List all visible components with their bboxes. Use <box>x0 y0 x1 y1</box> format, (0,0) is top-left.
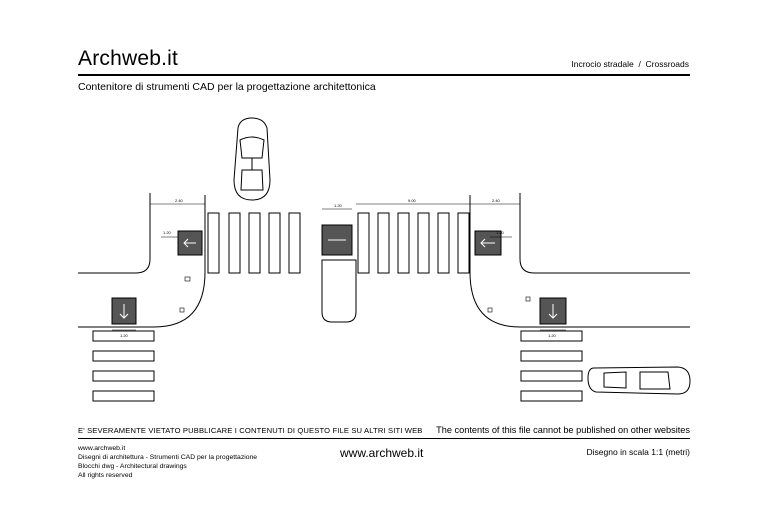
dimension-label: 1.20 <box>163 230 172 235</box>
warning-english: The contents of this file cannot be publ… <box>436 425 690 435</box>
zebra-stripe <box>207 212 220 274</box>
curb-left-top <box>78 193 151 274</box>
zebra-stripe <box>520 370 583 382</box>
subtitle: Contenitore di strumenti CAD per la prog… <box>78 81 376 93</box>
drawing-scale: Disegno in scala 1:1 (metri) <box>586 447 690 457</box>
footer-line: www.archweb.it <box>78 445 126 452</box>
zebra-stripe <box>228 212 241 274</box>
arrow-icon <box>119 304 129 319</box>
curb-left-bottom <box>78 195 206 328</box>
detail-markers <box>179 276 531 313</box>
zebra-stripe <box>357 212 370 274</box>
zebra-stripe <box>397 212 410 274</box>
zebra-stripe <box>417 212 430 274</box>
curb-right-bottom <box>469 195 690 328</box>
zebra-stripe <box>520 350 583 362</box>
dimension-label: 2.40 <box>175 198 184 203</box>
drawing-title: Incrocio stradale / Crossroads <box>571 59 689 69</box>
footer-divider <box>78 438 690 439</box>
zebra-stripe <box>248 212 261 274</box>
zebra-stripe <box>92 330 155 342</box>
curb-right-top <box>519 193 690 274</box>
footer-line: All rights reserved <box>78 472 133 479</box>
dimension-lines <box>112 203 566 331</box>
zebra-stripe <box>437 212 450 274</box>
footer-line: Blocchi dwg - Architectural drawings <box>78 463 187 470</box>
dimension-label: 1.20 <box>334 203 343 208</box>
dimension-label: 9.00 <box>408 198 417 203</box>
header-divider <box>78 74 690 76</box>
accessible-ramps <box>111 224 567 325</box>
zebra-stripe <box>92 370 155 382</box>
arrow-icon <box>183 238 196 248</box>
zebra-stripe <box>520 390 583 402</box>
footer-url: www.archweb.it <box>340 446 424 460</box>
brand-logo: Archweb.it <box>78 47 179 70</box>
dimension-label: 2.40 <box>492 198 501 203</box>
arrow-icon <box>480 238 495 248</box>
zebra-stripe <box>268 212 281 274</box>
dimension-label: 1.20 <box>548 333 557 338</box>
zebra-stripe <box>457 212 470 274</box>
zebra-stripe <box>92 390 155 402</box>
dimension-label: 1.20 <box>120 333 129 338</box>
warning-italian: E' SEVERAMENTE VIETATO PUBBLICARE I CONT… <box>78 426 423 435</box>
zebra-stripe <box>92 350 155 362</box>
zebra-stripe <box>288 212 301 274</box>
zebra-crossing-top <box>207 212 470 274</box>
footer-credits: www.archweb.it Disegni di architettura -… <box>78 444 257 480</box>
dimension-label: 1.20 <box>496 230 505 235</box>
car-top-view <box>587 366 691 395</box>
traffic-island <box>321 259 357 323</box>
zebra-stripe <box>520 330 583 342</box>
zebra-crossing-left <box>92 330 155 402</box>
arrow-icon <box>548 304 558 319</box>
zebra-stripe <box>377 212 390 274</box>
car-top-view <box>233 117 271 201</box>
zebra-crossing-right <box>520 330 583 402</box>
footer-line: Disegni di architettura - Strumenti CAD … <box>78 454 258 461</box>
